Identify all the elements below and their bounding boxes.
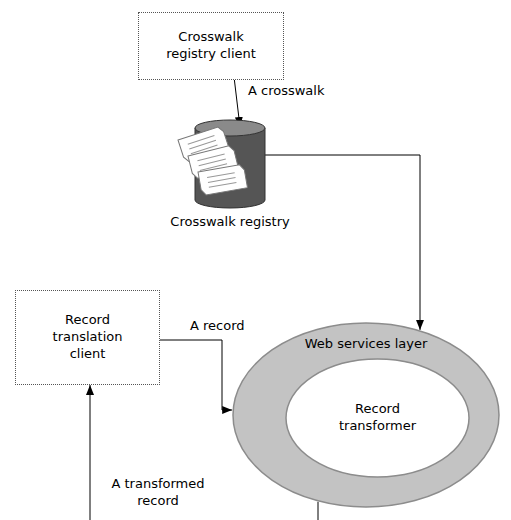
node-text: Record translation client: [40, 312, 136, 363]
client-box: Crosswalk registry client: [138, 12, 284, 80]
node-text: Web services layer: [232, 336, 500, 353]
web-services-ring: Web services layerRecord transformer: [232, 322, 500, 508]
client-box: Record translation client: [15, 290, 160, 385]
edge-label: A transformed record: [100, 476, 216, 510]
node-text: Record transformer: [328, 401, 428, 435]
connector-arrow: [265, 155, 420, 330]
node-text: Crosswalk registry client: [155, 29, 267, 63]
database-cylinder: [160, 118, 300, 210]
edge-label: A crosswalk: [246, 83, 326, 100]
node-text: Crosswalk registry: [160, 214, 300, 231]
edge-label: A record: [188, 318, 247, 335]
transformer-ellipse: Record transformer: [285, 358, 470, 478]
connector-arrow: [160, 340, 232, 410]
registry-cylinder: Crosswalk registry: [160, 118, 300, 250]
document-icon: [198, 164, 247, 196]
